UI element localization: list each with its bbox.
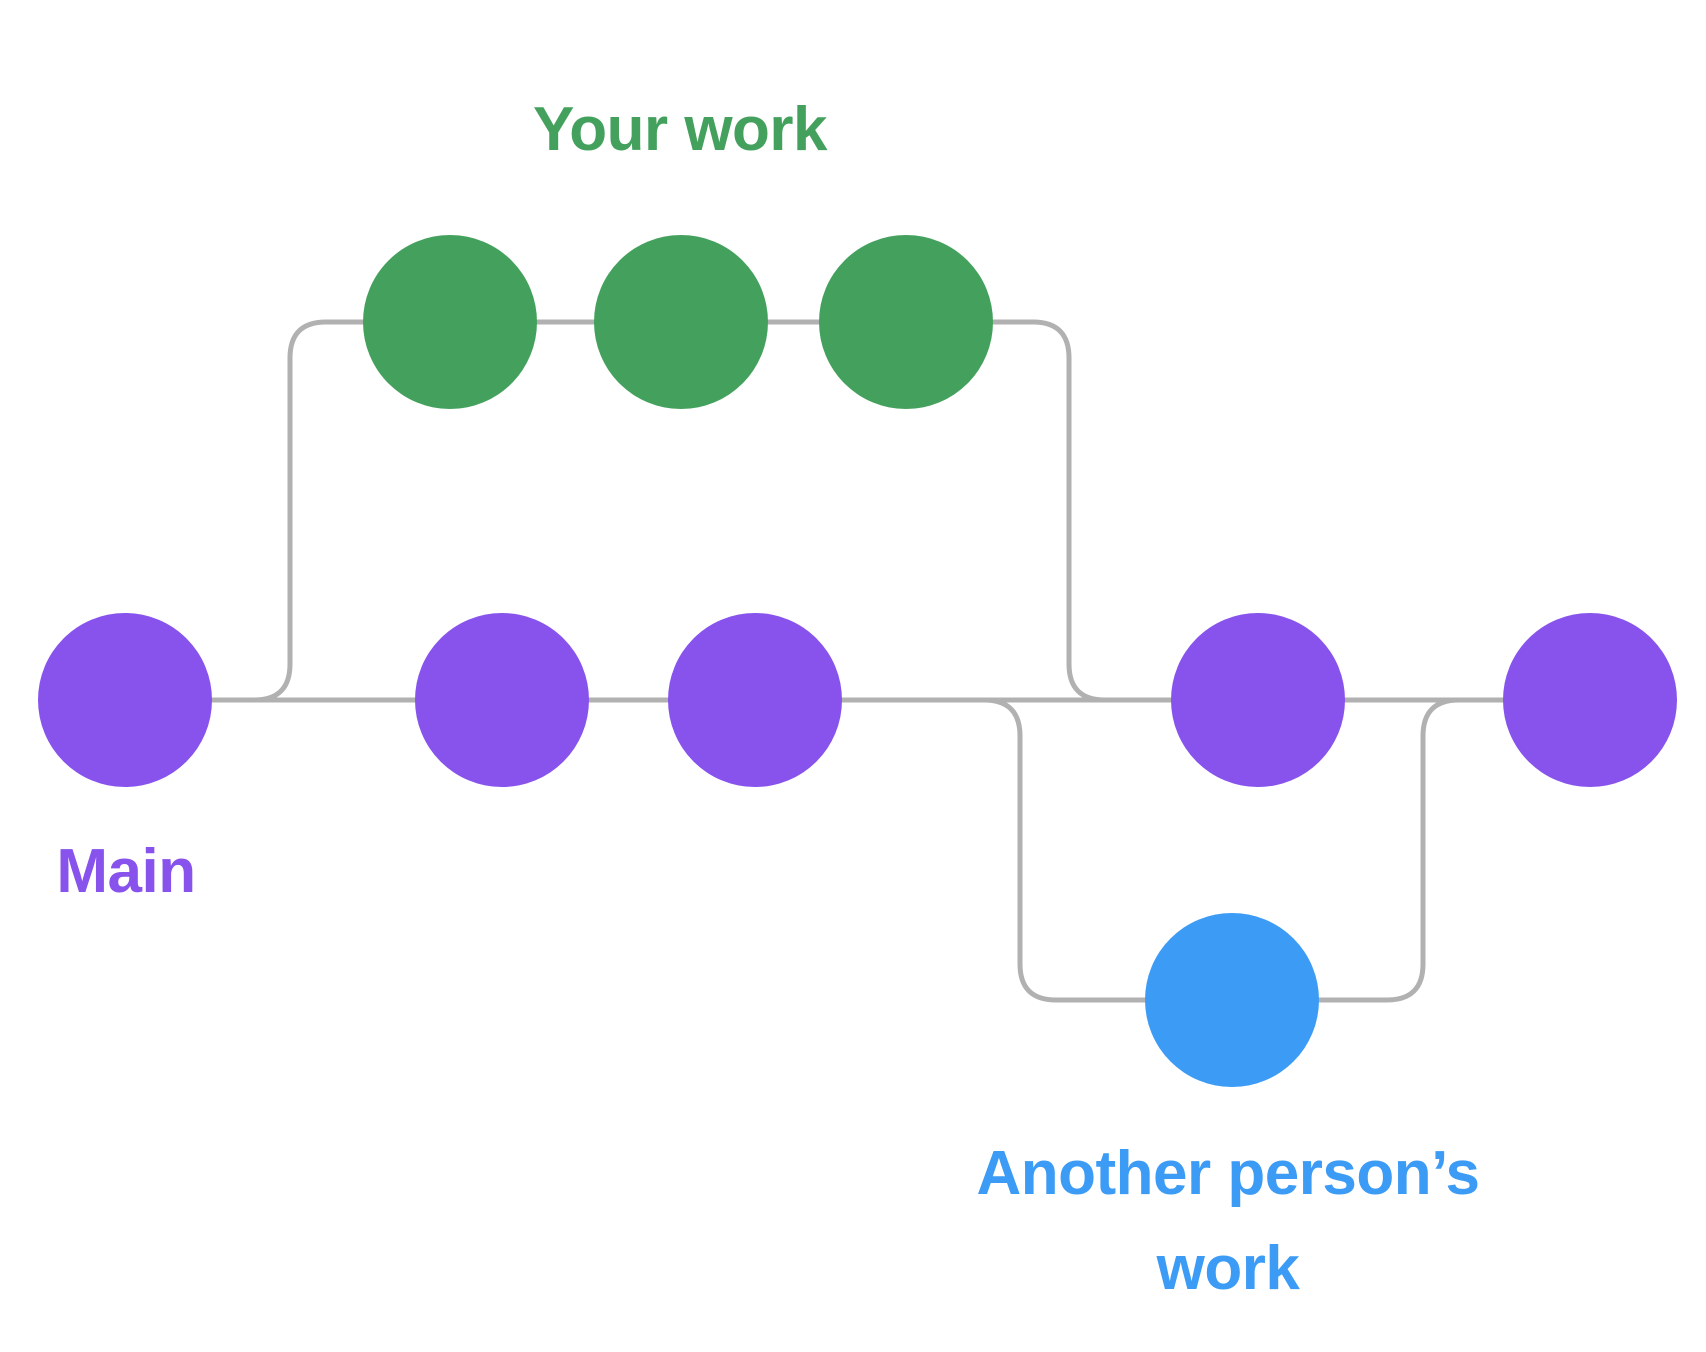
commit-node-your-work-3 [819,235,993,409]
another-person-label: Another person’s work [976,1126,1481,1316]
commit-node-your-work-2 [594,235,768,409]
another-person-label-line2: work [1156,1234,1300,1303]
commit-node-main-3 [668,613,842,787]
your-work-label: Your work [532,95,828,164]
commit-node-your-work-1 [363,235,537,409]
commit-node-main-2 [415,613,589,787]
main-label: Main [56,837,196,906]
commit-node-another-1 [1145,913,1319,1087]
commit-node-main-1 [38,613,212,787]
another-person-label-line1: Another person’s [976,1139,1481,1208]
commit-node-main-5 [1503,613,1677,787]
commit-nodes-group [38,235,1677,1087]
commit-node-main-4 [1171,613,1345,787]
